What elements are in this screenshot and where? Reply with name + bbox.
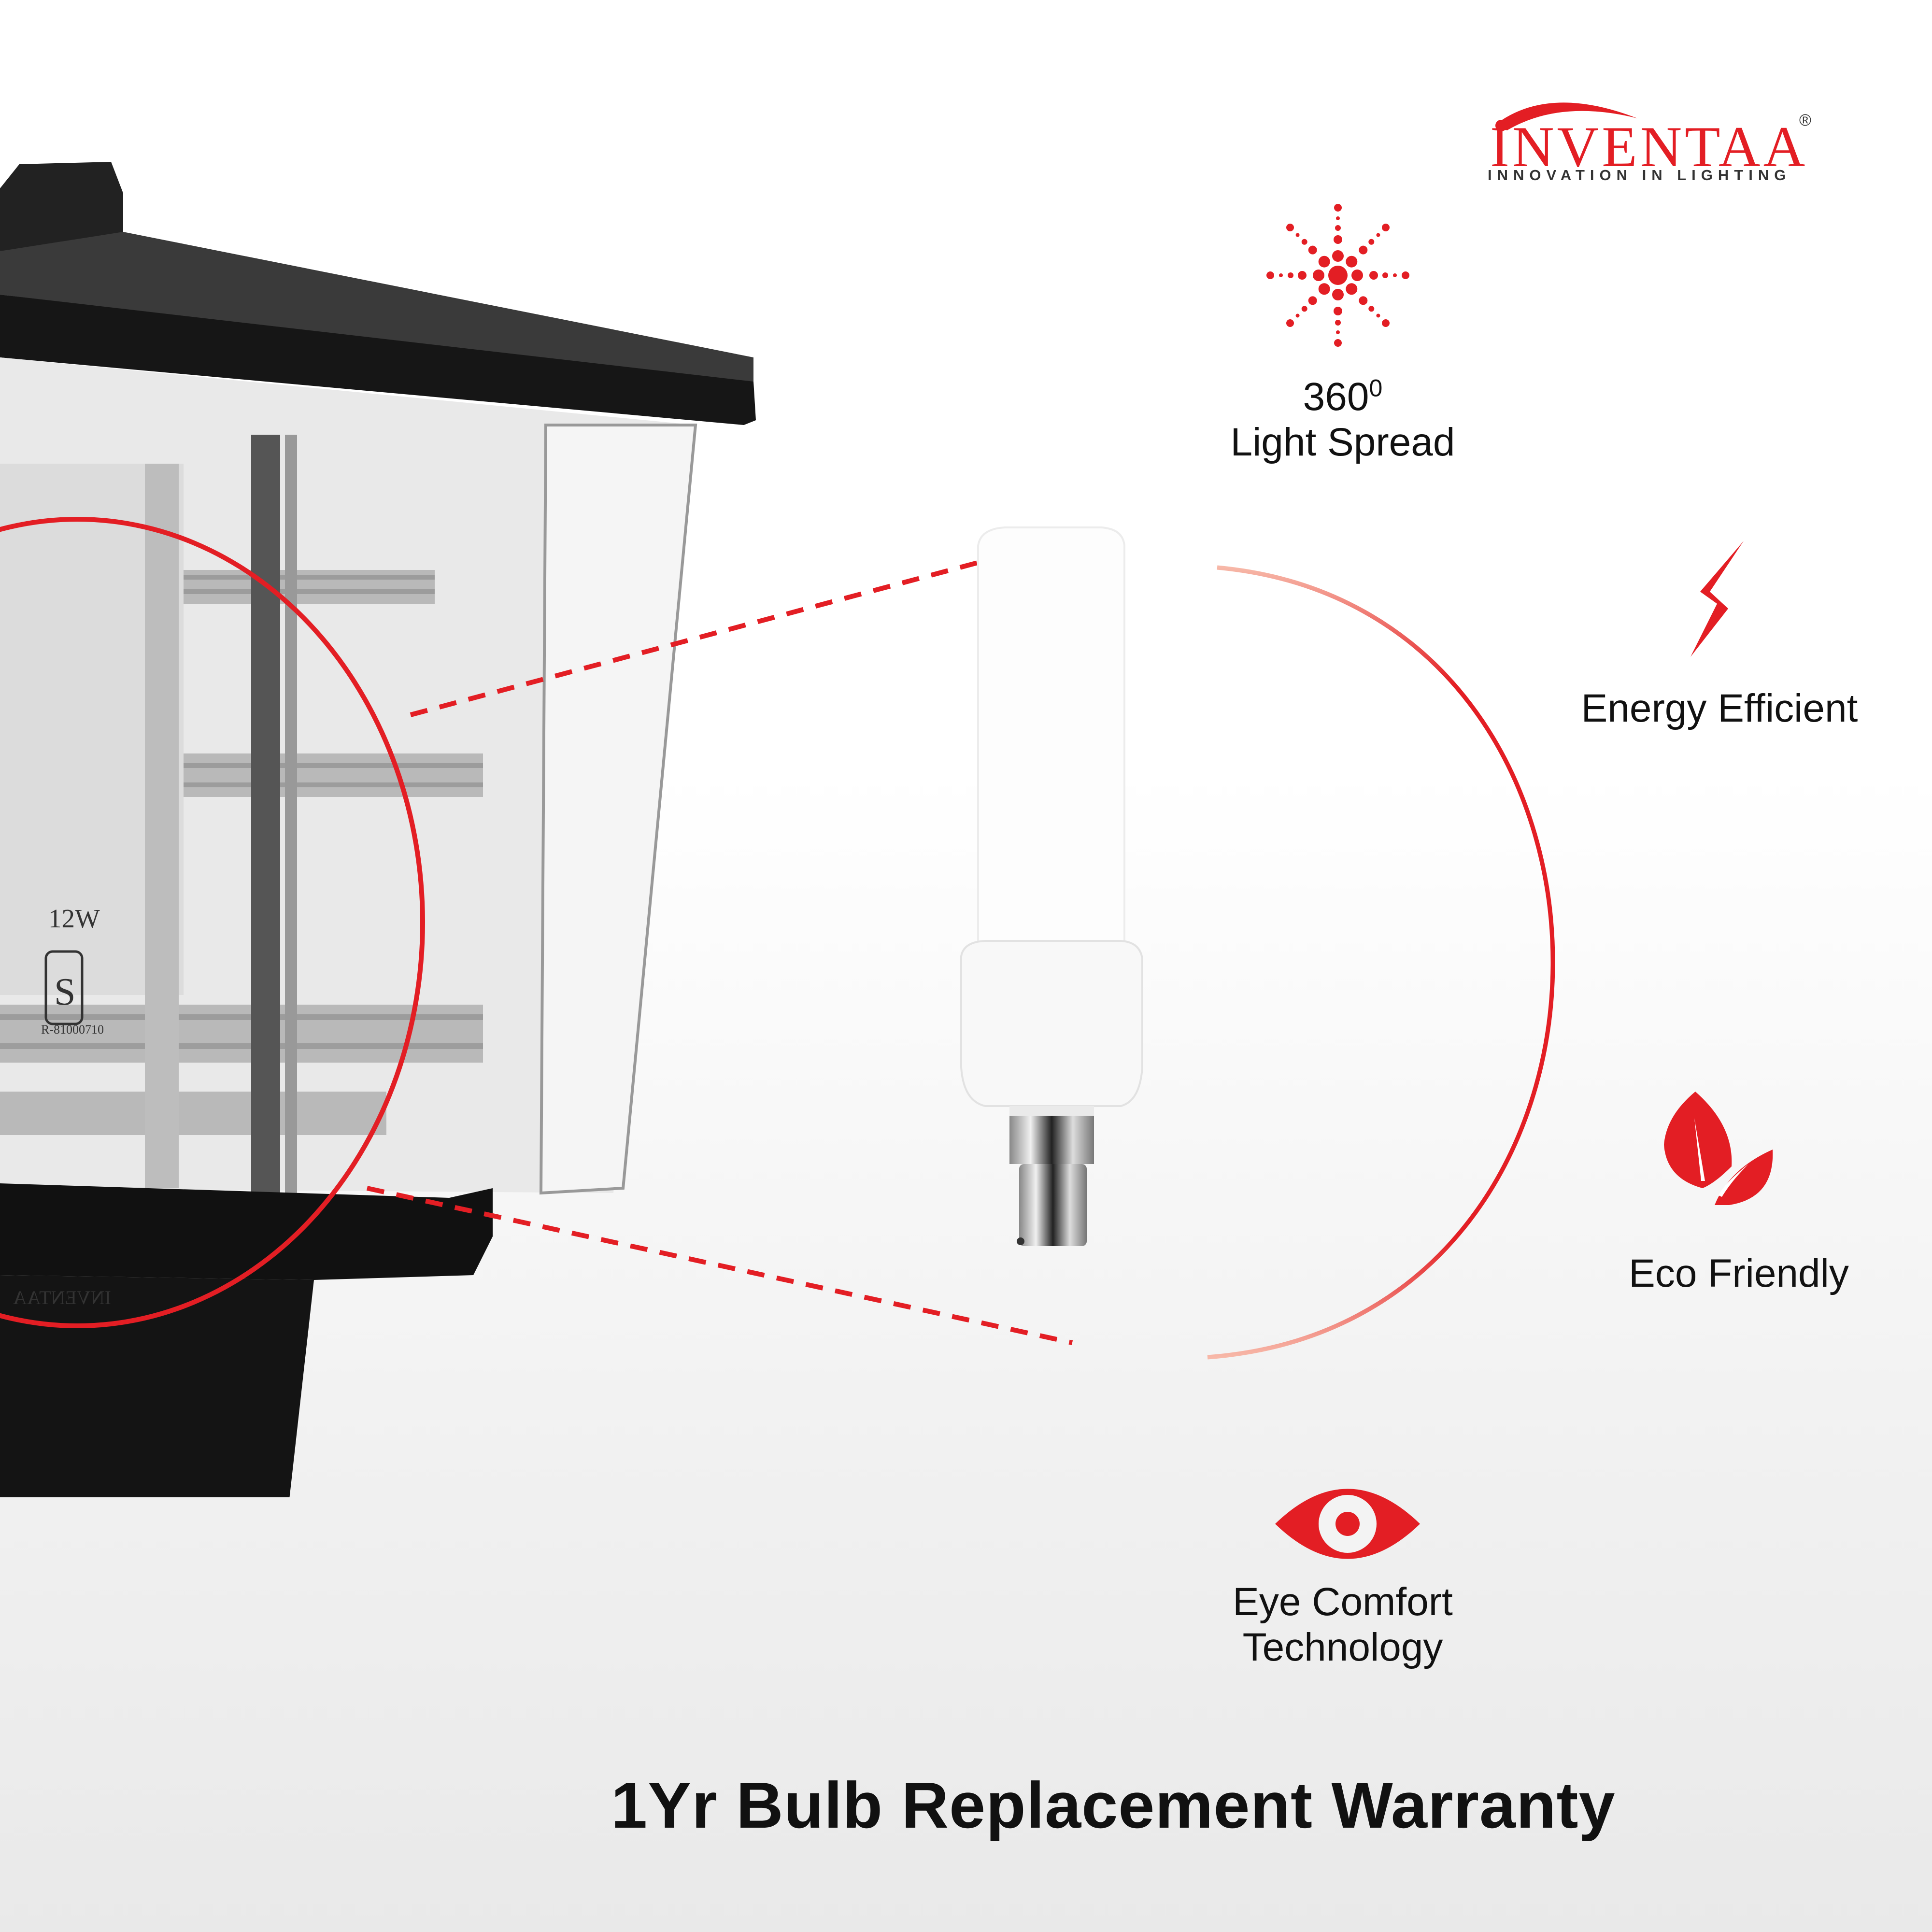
- eye-icon: [1275, 1489, 1420, 1559]
- feature-label-energy: Energy Efficient: [1581, 686, 1858, 730]
- light-spread-360-icon: [1266, 204, 1409, 347]
- led-bulb-image: [960, 526, 1143, 1246]
- brand-tagline: INNOVATION IN LIGHTING: [1488, 167, 1791, 184]
- logo-swoosh-icon: [1495, 102, 1637, 131]
- registered-mark: ®: [1799, 111, 1812, 129]
- feature-label-360: 3600 Light Spread: [1230, 374, 1455, 465]
- brand-name: INVENTAA: [1490, 114, 1808, 179]
- warranty-headline: 1Yr Bulb Replacement Warranty: [611, 1769, 1616, 1842]
- feature-label-eye: Eye Comfort Technology: [1233, 1580, 1453, 1670]
- lightning-bolt-icon: [1690, 541, 1744, 657]
- leaves-icon: [1664, 1092, 1773, 1205]
- feature-label-eco: Eco Friendly: [1629, 1251, 1849, 1295]
